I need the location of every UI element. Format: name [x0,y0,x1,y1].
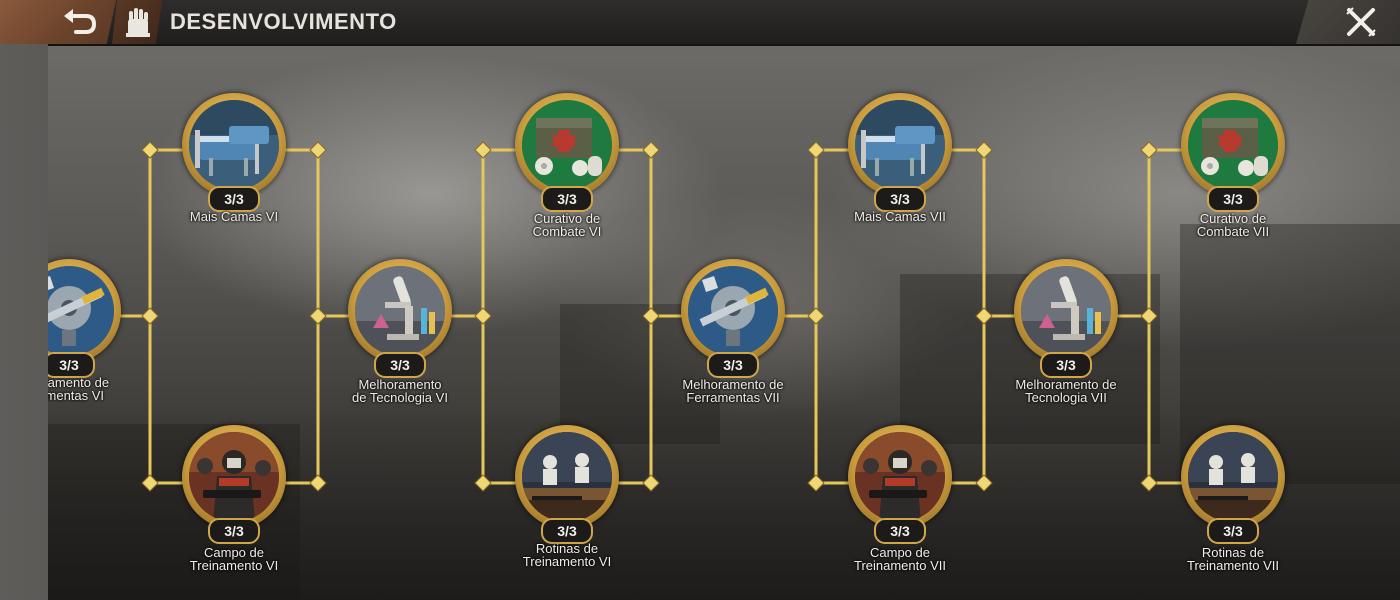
label-line-2: ramentas VI [33,388,105,403]
tech-node-bandage-vi[interactable]: 3/3 [515,93,619,212]
label-line-2: Treinamento VII [1186,558,1279,573]
tech-node-routines-vii[interactable]: 3/3 [1181,425,1285,544]
label-line-1: Curativo de [533,211,601,226]
progress-badge: 3/3 [541,186,593,212]
tools-icon [688,266,778,356]
connector-diamond [474,141,492,159]
tech-node-training-vii[interactable]: 3/3 [848,425,952,544]
tech-node-tech-vi[interactable]: 3/3 [348,259,452,378]
connector-diamond [141,141,159,159]
shooting-range-icon [522,432,612,522]
progress-badge: 3/3 [1207,518,1259,544]
close-x-icon [1346,7,1376,37]
progress-badge: 3/3 [541,518,593,544]
microscope-icon [1021,266,1111,356]
label-line-2: Combate VII [1196,224,1270,239]
fist-icon [126,8,150,37]
progress-badge: 3/3 [1207,186,1259,212]
first-aid-kit-icon [1188,100,1278,190]
connector-diamond [975,474,993,492]
label-line-1: Campo de [870,545,930,560]
connector-diamond [1140,307,1158,325]
connector-diamond [807,474,825,492]
connector-diamond [474,307,492,325]
progress-badge: 3/3 [874,186,926,212]
label-line-1: Campo de [204,545,264,560]
label-line-1: Rotinas de [535,541,599,556]
progress-badge: 3/3 [874,518,926,544]
connector-diamond [642,141,660,159]
connector-diamond [1140,141,1158,159]
close-button[interactable] [1296,0,1400,44]
label-line-2: Tecnologia VII [1025,390,1107,405]
label-line-1: Mais Camas VI [189,209,279,224]
tech-node-tools-vii[interactable]: 3/3 [681,259,785,378]
emblem [112,0,162,44]
connector-diamond [141,474,159,492]
back-button[interactable] [0,0,116,44]
label-line-2: Treinamento VI [189,558,279,573]
progress-badge: 3/3 [43,352,95,378]
label-line-2: Treinamento VII [853,558,946,573]
progress-badge: 3/3 [208,186,260,212]
connector-diamond [975,307,993,325]
page-title: DESENVOLVIMENTO [170,9,397,34]
tech-node-beds-vii[interactable]: 3/3 [848,93,952,212]
back-arrow-icon [64,9,97,34]
label-line-2: Ferramentas VII [686,390,780,405]
connector-diamond [807,141,825,159]
hospital-bed-icon [855,100,945,190]
label-line-2: Combate VI [532,224,602,239]
progress-badge: 3/3 [374,352,426,378]
label-line-1: Melhoramento de [682,377,784,392]
label-line-1: Melhoramento [358,377,442,392]
label-line-1: Melhoramento de [1015,377,1117,392]
connector-diamond [975,141,993,159]
label-line-2: de Tecnologia VI [352,390,448,405]
connector-diamond [309,474,327,492]
tech-node-label: Mais Camas VII [825,210,975,223]
label-line-1: Mais Camas VII [854,209,946,224]
soldier-icon [189,432,279,522]
first-aid-kit-icon [522,100,612,190]
connector-diamond [642,307,660,325]
soldier-icon [855,432,945,522]
microscope-icon [355,266,445,356]
progress-badge: 3/3 [707,352,759,378]
connector-diamond [1140,474,1158,492]
label-line-1: horamento de [28,375,110,390]
left-scroll-edge [0,44,48,600]
connector-diamond [309,307,327,325]
tech-node-beds-vi[interactable]: 3/3 [182,93,286,212]
label-line-1: Rotinas de [1201,545,1265,560]
connector-diamond [642,474,660,492]
label-line-2: Treinamento VI [522,554,612,569]
header-bar: DESENVOLVIMENTO [0,0,1400,46]
progress-badge: 3/3 [1040,352,1092,378]
tech-node-label: Mais Camas VI [159,210,309,223]
shooting-range-icon [1188,432,1278,522]
tech-node-training-vi[interactable]: 3/3 [182,425,286,544]
connector-diamond [474,474,492,492]
label-line-1: Curativo de [1199,211,1267,226]
tech-node-routines-vi[interactable]: 3/3 [515,425,619,544]
hospital-bed-icon [189,100,279,190]
connector-diamond [807,307,825,325]
connector-diamond [141,307,159,325]
connector-diamond [309,141,327,159]
tech-node-bandage-vii[interactable]: 3/3 [1181,93,1285,212]
progress-badge: 3/3 [208,518,260,544]
tech-node-tech-vii[interactable]: 3/3 [1014,259,1118,378]
